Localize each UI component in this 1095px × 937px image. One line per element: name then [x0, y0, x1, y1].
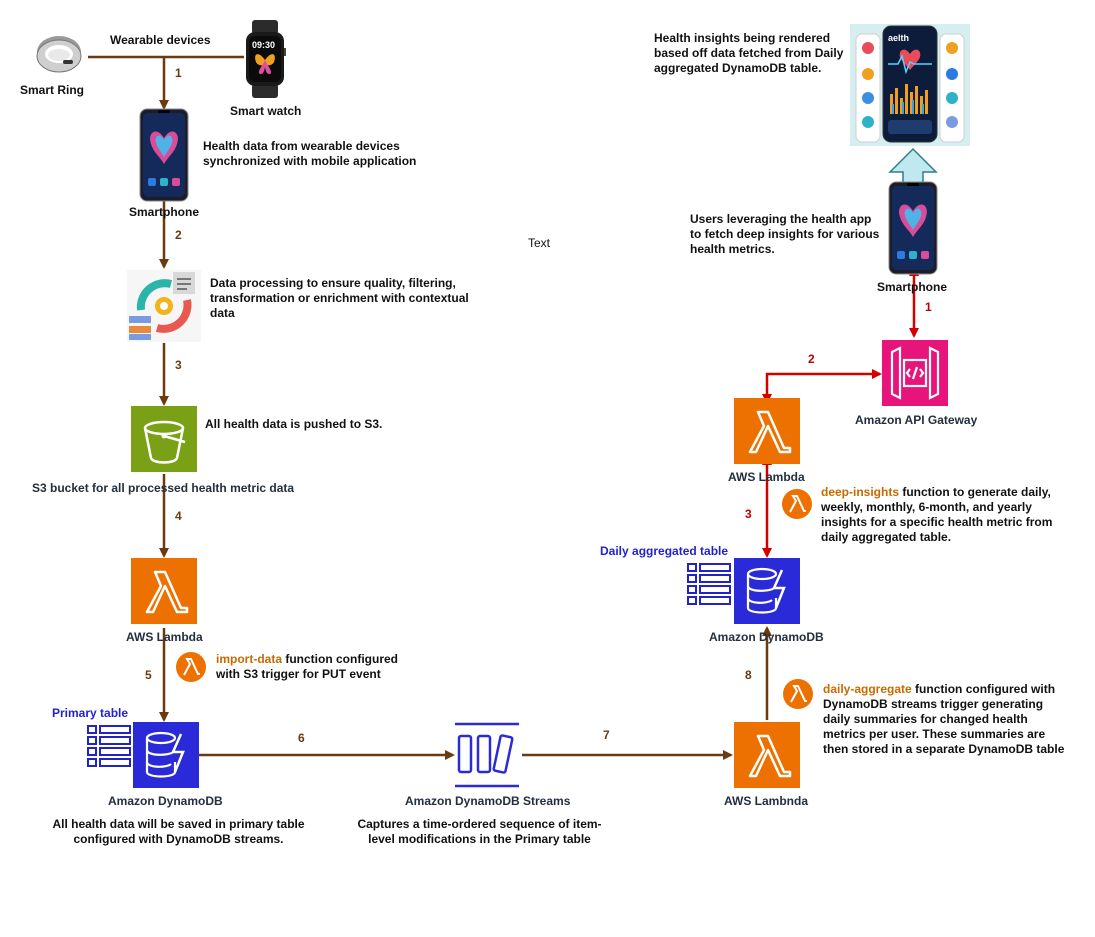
table-icon-daily: [687, 563, 731, 605]
s3-bucket-label: S3 bucket for all processed health metri…: [32, 481, 295, 495]
amazon-dynamodb-label-primary: Amazon DynamoDB: [108, 794, 223, 808]
api-gateway-label: Amazon API Gateway: [855, 413, 978, 427]
health-sync-text: Health data from wearable devices synchr…: [203, 139, 417, 168]
smart-ring-icon: [36, 36, 82, 73]
text-placeholder: Text: [528, 236, 551, 250]
step-4: 4: [175, 509, 182, 523]
app-title: aelth: [888, 33, 910, 43]
s3-bucket-icon: [131, 406, 197, 472]
step-8: 8: [745, 668, 752, 682]
table-icon-primary: [87, 725, 131, 767]
lambda-badge-daily: [783, 679, 813, 709]
wearable-devices-label: Wearable devices: [110, 33, 211, 47]
step-2: 2: [175, 228, 182, 242]
import-data-desc: import-data function configured with S3 …: [216, 652, 398, 681]
lambda-badge-import: [176, 652, 206, 682]
deep-insights-desc: deep-insights function to generate daily…: [821, 485, 1053, 544]
red-arrow-2: [762, 369, 882, 404]
step-5: 5: [145, 668, 152, 682]
lambda-badge-deep: [782, 489, 812, 519]
smartphone-icon-right: [888, 181, 938, 275]
step-right-1: 1: [925, 300, 932, 314]
aws-lambda-label-deep: AWS Lambda: [728, 470, 805, 484]
smart-ring-label: Smart Ring: [20, 83, 85, 97]
aws-lambda-label-left: AWS Lambda: [126, 630, 203, 644]
step-1: 1: [175, 66, 182, 80]
lambda-icon-daily: [734, 722, 800, 788]
processing-text: Data processing to ensure quality, filte…: [210, 276, 469, 320]
api-gateway-icon: [882, 340, 948, 406]
daily-table-label: Daily aggregated table: [600, 544, 729, 558]
daily-aggregate-fn: daily-aggregate: [823, 682, 912, 696]
import-data-fn: import-data: [216, 652, 282, 666]
primary-table-label: Primary table: [52, 706, 129, 720]
dynamodb-streams-icon: [455, 722, 519, 788]
lambda-icon-deep: [734, 398, 800, 464]
smart-watch-icon: [246, 20, 286, 98]
step-right-3: 3: [745, 507, 752, 521]
aws-lambnda-label: AWS Lambnda: [724, 794, 809, 808]
step-right-2: 2: [808, 352, 815, 366]
step-6: 6: [298, 731, 305, 745]
insights-desc: Health insights being rendered based off…: [654, 31, 844, 75]
lambda-icon-left: [131, 558, 197, 624]
smart-watch-label: Smart watch: [230, 104, 302, 118]
amazon-dynamodb-label-daily: Amazon DynamoDB: [709, 630, 824, 644]
pushed-s3-text: All health data is pushed to S3.: [205, 417, 383, 431]
watch-time: 09:30: [252, 40, 276, 50]
primary-desc: All health data will be saved in primary…: [52, 817, 305, 846]
step-3: 3: [175, 358, 182, 372]
streams-desc: Captures a time-ordered sequence of item…: [357, 817, 602, 846]
health-app-image: [850, 24, 970, 146]
dynamodb-icon-primary: [133, 722, 199, 788]
dynamodb-streams-label: Amazon DynamoDB Streams: [405, 794, 571, 808]
dynamodb-icon-daily: [734, 558, 800, 624]
step-7: 7: [603, 728, 610, 742]
daily-aggregate-desc: daily-aggregate function configured with…: [823, 682, 1065, 756]
data-processing-icon: [127, 270, 201, 342]
smartphone-label: Smartphone: [129, 205, 200, 219]
deep-insights-fn: deep-insights: [821, 485, 900, 499]
smartphone-label-right: Smartphone: [877, 280, 948, 294]
smartphone-icon: [139, 108, 189, 202]
users-desc: Users leveraging the health app to fetch…: [690, 212, 880, 256]
